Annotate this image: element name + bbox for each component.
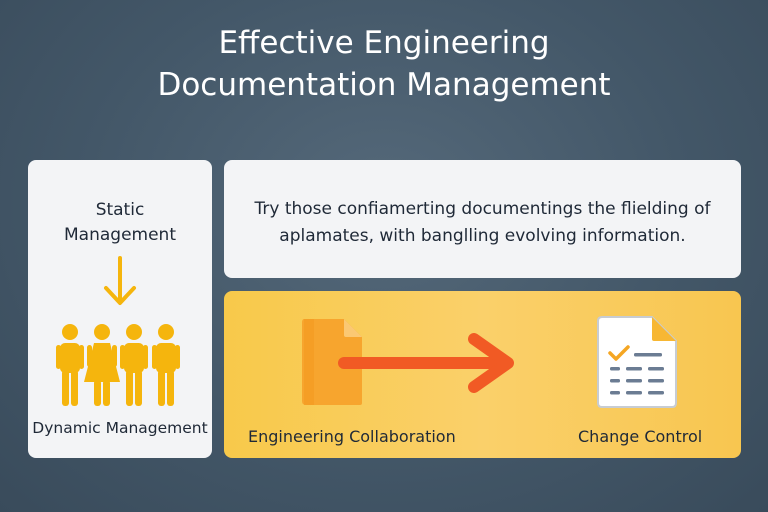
static-label-line-1: Static: [95, 200, 145, 220]
arrow-right-icon: [338, 333, 514, 393]
static-label-line-2: Management: [64, 225, 176, 245]
arrow-down-icon: [104, 256, 136, 305]
dynamic-management-label: Dynamic Management: [32, 419, 208, 437]
page-title: Effective Engineering Documentation Mana…: [0, 22, 768, 106]
collaboration-panel: Engineering Collaboration Change Control: [224, 291, 741, 458]
description-text: Try those confiamerting documentings the…: [244, 196, 721, 250]
checklist-document-icon: [597, 316, 677, 408]
title-line-2: Documentation Management: [157, 67, 611, 103]
description-line-1: Try those confiamerting documentings the…: [254, 199, 711, 219]
change-control-label: Change Control: [578, 427, 703, 446]
static-management-label: Static Management: [28, 198, 212, 248]
title-line-1: Effective Engineering: [218, 25, 550, 61]
document-icon: [302, 319, 362, 405]
people-group-icon: [56, 324, 180, 406]
description-panel: Try those confiamerting documentings the…: [224, 160, 741, 278]
engineering-collaboration-label: Engineering Collaboration: [248, 427, 456, 446]
static-dynamic-panel: Static Management: [28, 160, 212, 458]
description-line-2: aplamates, with banglling evolving infor…: [279, 226, 686, 246]
